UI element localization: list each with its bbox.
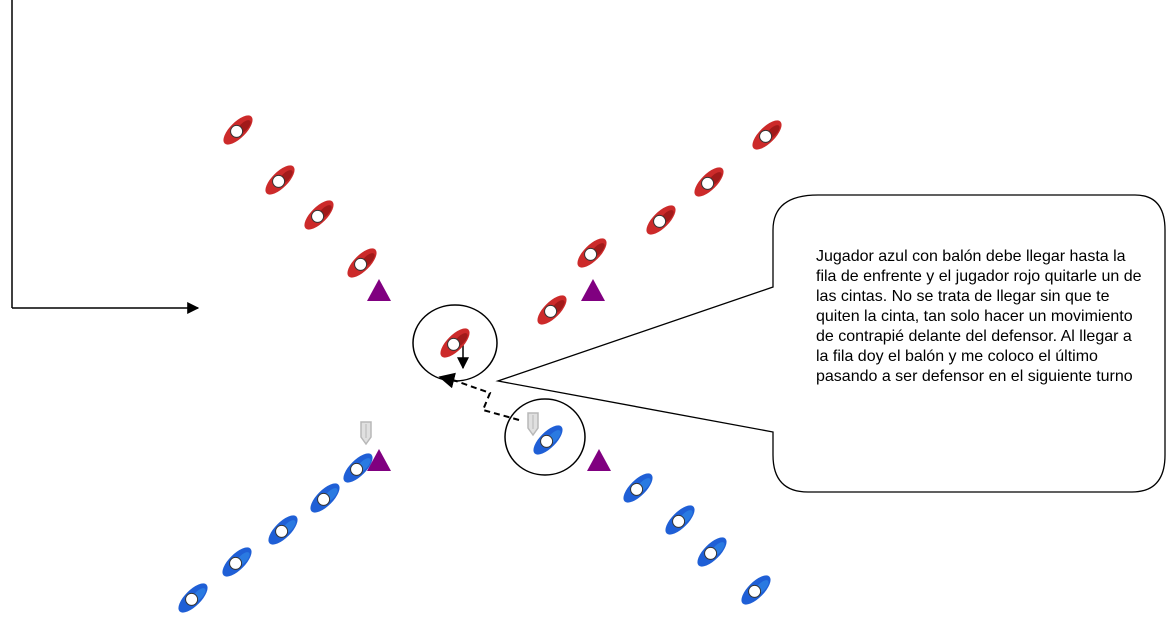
blue-player-icon [310, 483, 340, 513]
red-player-icon [440, 328, 470, 358]
blue-player-icon [623, 473, 653, 503]
red-player-icon [646, 205, 676, 235]
blue-player-icon [665, 505, 695, 535]
rotation-arrow [11, 0, 200, 314]
speech-bubble [495, 194, 1166, 493]
red-player-icon [752, 120, 782, 150]
red-player-icon [577, 238, 607, 268]
attacker-highlight-circle [504, 398, 586, 476]
blue-player-icon [697, 537, 727, 567]
attacker-dashed-path [438, 372, 520, 421]
ghost-player-icon [360, 421, 372, 446]
blue-player-icon [268, 515, 298, 545]
blue-player-icon [533, 425, 563, 455]
cone-triangle-icon [367, 279, 391, 301]
red-player-icon [537, 295, 567, 325]
blue-player-icon [222, 547, 252, 577]
cone-triangle-icon [581, 279, 605, 301]
callout-text: Jugador azul con balón debe llegar hasta… [816, 248, 1142, 385]
red-player-icon [223, 115, 253, 145]
ghost-player-icon [527, 412, 539, 437]
cone-triangle-icon [367, 449, 391, 471]
red-player-icon [694, 167, 724, 197]
cone-triangle-icon [587, 449, 611, 471]
red-player-icon [304, 200, 334, 230]
blue-player-icon [343, 453, 373, 483]
blue-player-icon [178, 583, 208, 613]
red-player-icon [347, 248, 377, 278]
blue-player-icon [741, 575, 771, 605]
red-player-icon [265, 165, 295, 195]
